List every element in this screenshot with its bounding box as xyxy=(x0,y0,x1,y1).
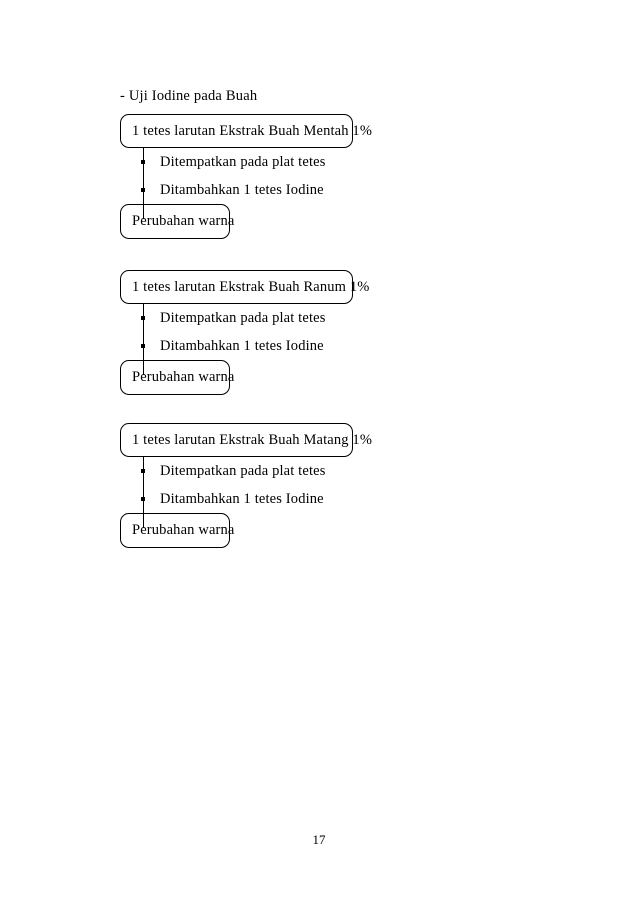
connector-line xyxy=(143,457,144,513)
flowchart-group-matang: 1 tetes larutan Ekstrak Buah Matang 1% D… xyxy=(120,423,540,548)
square-bullet-icon xyxy=(141,497,145,501)
flow-step-label: Ditambahkan 1 tetes Iodine xyxy=(160,181,324,198)
flow-connector-region: Ditempatkan pada plat tetes Ditambahkan … xyxy=(120,457,540,513)
square-bullet-icon xyxy=(141,344,145,348)
flow-step-item: Ditambahkan 1 tetes Iodine xyxy=(120,176,540,204)
flow-result-box: Perubahan warna xyxy=(120,513,234,548)
flow-header-box: 1 tetes larutan Ekstrak Buah Mentah 1% xyxy=(120,114,372,148)
flow-step-label: Ditempatkan pada plat tetes xyxy=(160,309,326,326)
flow-step-item: Ditempatkan pada plat tetes xyxy=(120,457,540,485)
flow-result-wrap: Perubahan warna xyxy=(120,359,540,395)
connector-line xyxy=(143,148,144,204)
flowchart-group-mentah: 1 tetes larutan Ekstrak Buah Mentah 1% D… xyxy=(120,114,540,239)
connector-line-stub xyxy=(143,359,144,375)
flow-header-box: 1 tetes larutan Ekstrak Buah Matang 1% xyxy=(120,423,372,457)
flow-connector-region: Ditempatkan pada plat tetes Ditambahkan … xyxy=(120,304,540,360)
flow-step-label: Ditambahkan 1 tetes Iodine xyxy=(160,490,324,507)
square-bullet-icon xyxy=(141,316,145,320)
flow-header-label: 1 tetes larutan Ekstrak Buah Matang 1% xyxy=(132,431,373,448)
connector-line-stub xyxy=(143,512,144,528)
square-bullet-icon xyxy=(141,469,145,473)
flow-step-item: Ditambahkan 1 tetes Iodine xyxy=(120,485,540,513)
flow-connector-region: Ditempatkan pada plat tetes Ditambahkan … xyxy=(120,148,540,204)
flow-result-label: Perubahan warna xyxy=(132,369,235,385)
flow-result-label: Perubahan warna xyxy=(132,213,235,229)
flow-step-list: Ditempatkan pada plat tetes Ditambahkan … xyxy=(120,148,540,204)
connector-line-stub xyxy=(143,203,144,219)
connector-line xyxy=(143,304,144,360)
flow-step-list: Ditempatkan pada plat tetes Ditambahkan … xyxy=(120,457,540,513)
square-bullet-icon xyxy=(141,188,145,192)
square-bullet-icon xyxy=(141,160,145,164)
flow-result-box: Perubahan warna xyxy=(120,204,234,239)
flow-result-box: Perubahan warna xyxy=(120,360,234,395)
flow-result-label: Perubahan warna xyxy=(132,522,235,538)
flow-step-label: Ditambahkan 1 tetes Iodine xyxy=(160,337,324,354)
flow-header-label: 1 tetes larutan Ekstrak Buah Ranum 1% xyxy=(132,278,370,295)
flow-header-label: 1 tetes larutan Ekstrak Buah Mentah 1% xyxy=(132,122,373,139)
flowchart-group-ranum: 1 tetes larutan Ekstrak Buah Ranum 1% Di… xyxy=(120,270,540,395)
flow-step-label: Ditempatkan pada plat tetes xyxy=(160,153,326,170)
flow-step-item: Ditempatkan pada plat tetes xyxy=(120,148,540,176)
flow-step-item: Ditambahkan 1 tetes Iodine xyxy=(120,332,540,360)
flow-header-box: 1 tetes larutan Ekstrak Buah Ranum 1% xyxy=(120,270,369,304)
flow-step-list: Ditempatkan pada plat tetes Ditambahkan … xyxy=(120,304,540,360)
flow-result-wrap: Perubahan warna xyxy=(120,512,540,548)
flow-step-label: Ditempatkan pada plat tetes xyxy=(160,462,326,479)
flow-step-item: Ditempatkan pada plat tetes xyxy=(120,304,540,332)
flow-result-wrap: Perubahan warna xyxy=(120,203,540,239)
section-heading: - Uji Iodine pada Buah xyxy=(120,88,258,104)
page-number: 17 xyxy=(312,832,326,847)
